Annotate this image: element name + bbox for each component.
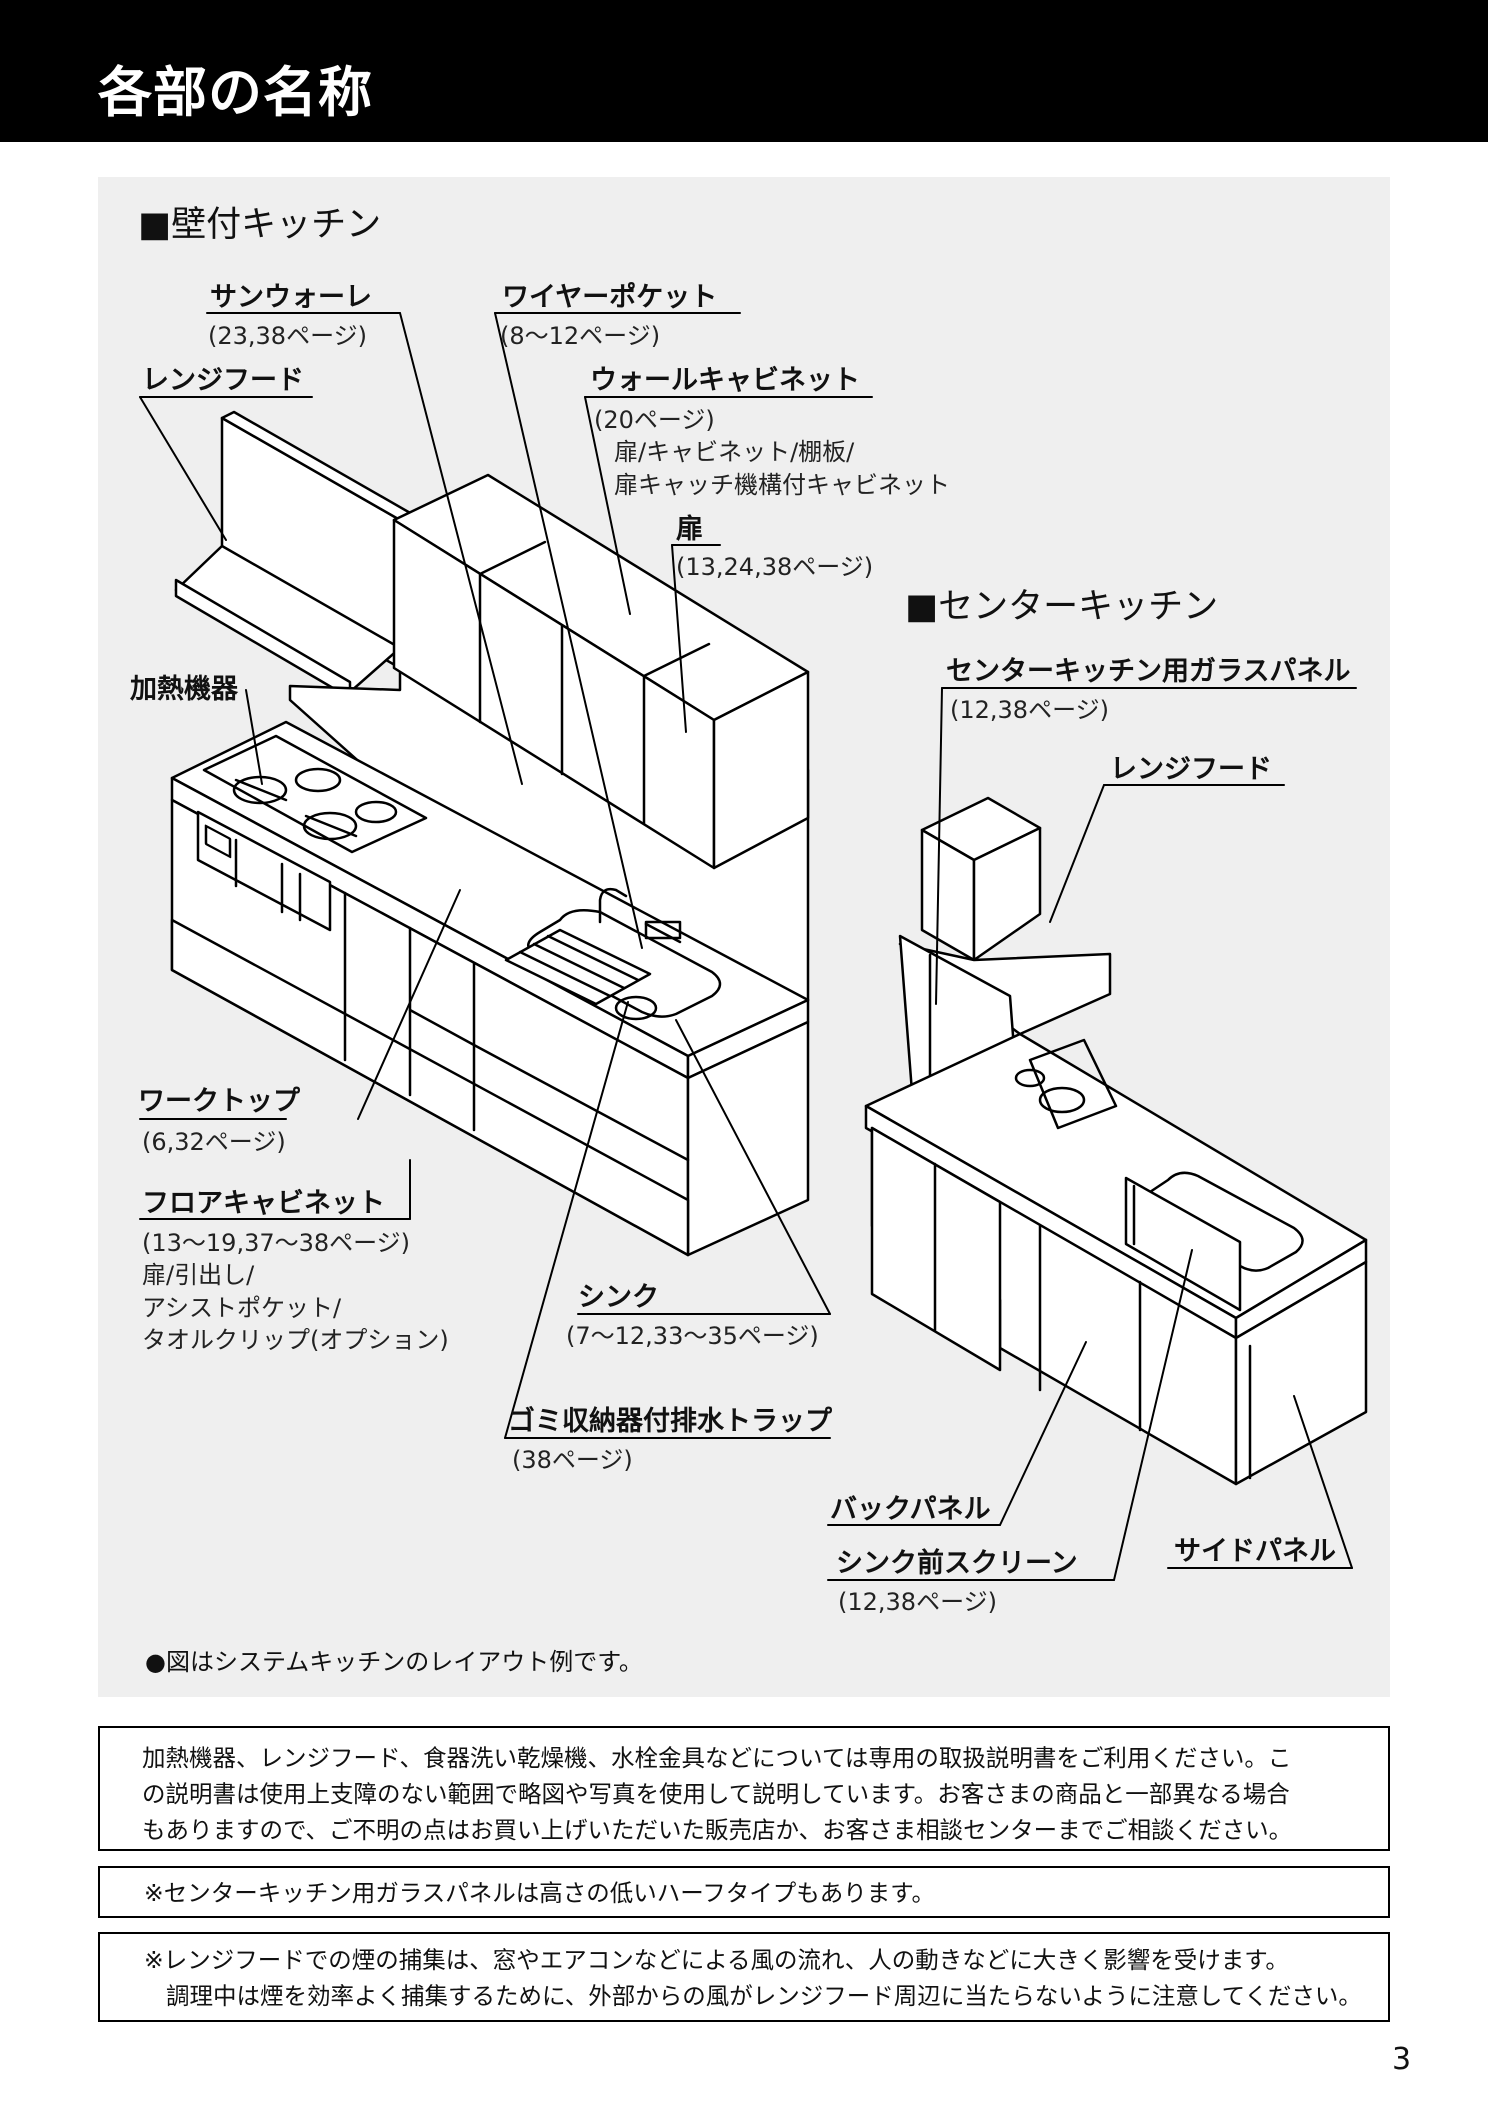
sink-shape — [504, 887, 722, 1021]
ref-wall-cabinet: (20ページ) — [594, 406, 715, 434]
notice-glass-panel: ※センターキッチン用ガラスパネルは高さの低いハーフタイプもあります。 — [98, 1866, 1390, 1918]
ref-sink: (7〜12,33〜35ページ) — [566, 1322, 819, 1350]
ref-door: (13,24,38ページ) — [676, 553, 874, 581]
header-bar — [0, 0, 1488, 142]
ref-sink-screen: (12,38ページ) — [838, 1588, 997, 1616]
label-range-hood: レンジフード — [142, 365, 304, 396]
label-wall-cabinet: ウォールキャビネット — [590, 365, 860, 396]
label-side-panel: サイドパネル — [1174, 1536, 1336, 1567]
center-kitchen-illustration — [864, 796, 1368, 1486]
notice-range-hood-line-1: ※レンジフードでの煙の捕集は、窓やエアコンなどによる風の流れ、人の動きなどに大き… — [144, 1946, 1289, 1974]
label-heater: 加熱機器 — [130, 674, 238, 705]
diagram-note: ●図はシステムキッチンのレイアウト例です。 — [145, 1648, 643, 1676]
heater-control-shape — [196, 810, 332, 932]
ref-drain-trap: (38ページ) — [512, 1446, 633, 1474]
notice-range-hood-line-2: 調理中は煙を効率よく捕集するために、外部からの風がレンジフード周辺に当たらないよ… — [166, 1982, 1362, 2010]
sink-screen-shape — [1124, 1171, 1304, 1312]
ref-wire-pocket: (8〜12ページ) — [500, 322, 661, 350]
center-kitchen-title: ■センターキッチン — [905, 587, 1219, 627]
notice-range-hood: ※レンジフードでの煙の捕集は、窓やエアコンなどによる風の流れ、人の動きなどに大き… — [98, 1932, 1390, 2022]
leader-lines — [139, 312, 1357, 1581]
label-sun-warmer: サンウォーレ — [210, 282, 372, 313]
label-drain-trap: ゴミ収納器付排水トラップ — [508, 1406, 832, 1437]
notice-manual-line-1: 加熱機器、レンジフード、食器洗い乾燥機、水栓金具などについては専用の取扱説明書を… — [142, 1744, 1292, 1772]
wall-cabinet-shape — [392, 473, 810, 870]
kitchen-diagram — [139, 312, 1368, 1581]
sub-wall-cabinet-2: 扉キャッチ機構付キャビネット — [614, 471, 950, 499]
notice-manual-line-2: の説明書は使用上支障のない範囲で略図や写真を使用して説明しています。お客さまの商… — [142, 1780, 1290, 1808]
center-floor-cabinet-shape — [870, 1126, 1368, 1486]
label-worktop: ワークトップ — [138, 1086, 300, 1117]
ref-worktop: (6,32ページ) — [142, 1128, 286, 1156]
sub-floor-cabinet-2: アシストポケット/ — [142, 1294, 342, 1322]
notice-glass-panel-line-1: ※センターキッチン用ガラスパネルは高さの低いハーフタイプもあります。 — [144, 1879, 935, 1907]
label-wire-pocket: ワイヤーポケット — [502, 282, 718, 313]
sub-wall-cabinet-1: 扉/キャビネット/棚板/ — [614, 438, 855, 466]
label-glass-panel: センターキッチン用ガラスパネル — [946, 656, 1351, 687]
sub-floor-cabinet-3: タオルクリップ(オプション) — [142, 1326, 449, 1354]
ref-glass-panel: (12,38ページ) — [950, 696, 1109, 724]
label-floor-cabinet: フロアキャビネット — [142, 1188, 385, 1219]
wall-kitchen-title: ■壁付キッチン — [138, 205, 382, 245]
page-title: 各部の名称 — [98, 61, 373, 124]
range-hood-shape — [174, 410, 414, 700]
label-center-range-hood: レンジフード — [1110, 754, 1272, 785]
notice-manual: 加熱機器、レンジフード、食器洗い乾燥機、水栓金具などについては専用の取扱説明書を… — [98, 1726, 1390, 1851]
sub-floor-cabinet-1: 扉/引出し/ — [142, 1261, 255, 1289]
label-sink-screen: シンク前スクリーン — [836, 1548, 1078, 1579]
ref-sun-warmer: (23,38ページ) — [208, 322, 367, 350]
label-back-panel: バックパネル — [830, 1494, 991, 1525]
page-number: 3 — [1392, 2042, 1412, 2077]
label-door: 扉 — [676, 514, 703, 545]
notice-manual-line-3: もありますので、ご不明の点はお買い上げいただいた販売店か、お客さま相談センターま… — [142, 1816, 1293, 1844]
label-sink: シンク — [578, 1282, 659, 1313]
ref-floor-cabinet: (13〜19,37〜38ページ) — [142, 1229, 411, 1257]
wall-kitchen-illustration — [170, 410, 810, 1257]
